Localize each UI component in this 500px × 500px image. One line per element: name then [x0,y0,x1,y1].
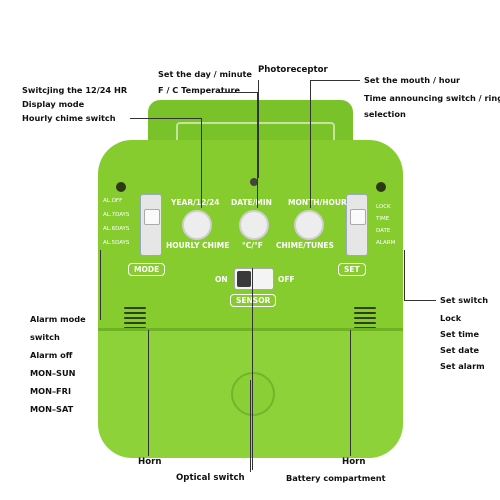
mode-badge: MODE [128,263,166,276]
leader-set-h [404,300,436,301]
label-photoreceptor: Photoreceptor [258,65,328,75]
right-slot-label-3: ALARM [376,240,396,246]
label-set-date: Set date [440,345,480,355]
set-badge: SET [338,263,366,276]
sensor-switch-knob[interactable] [237,271,251,287]
leader-photoreceptor [258,80,259,178]
label-hourly-chime-switch: Hourly chime switch [22,113,116,123]
label-display-mode: Display mode [22,99,85,109]
battery-compartment-latch[interactable] [231,372,275,416]
label-set-month-hour: Set the mouth / hour [364,75,461,85]
button-date-label: DATE/MIN [231,198,272,207]
left-slot-label-0: AL.OFF [103,198,123,204]
label-time-announcing: Time announcing switch / ringtone [364,93,500,103]
leader-month-h [310,80,360,81]
screw-hole-left [116,182,126,192]
left-slot-label-3: AL.5DAYS [103,240,130,246]
leader-day-min-h [218,92,258,93]
label-f-c-temperature: F / C Temperature [158,85,241,95]
label-mon-fri: MON–FRI [30,386,71,396]
label-switch: switch [30,332,60,342]
label-lock: Lock [440,313,462,323]
button-month-sub-label: CHIME/TUNES [276,241,334,250]
leader-horn-right [350,330,351,456]
button-year-sub-label: HOURLY CHIME [166,241,230,250]
sensor-badge: SENSOR [230,294,277,307]
mode-slider-knob[interactable] [144,209,160,225]
button-month-label: MONTH/HOUR [288,198,347,207]
button-year-label: YEAR/12/24 [171,198,220,207]
screw-hole-right [376,182,386,192]
leader-optical [252,268,253,470]
leader-alarm-mode-v [100,250,101,320]
year-12-24-button[interactable] [182,210,212,240]
label-set-day-minute: Set the day / minute [158,69,252,79]
label-alarm-off: Alarm off [30,350,73,360]
label-selection: selection [364,109,406,119]
label-mon-sat: MON–SAT [30,404,74,414]
right-slot-label-0: LOCK [376,204,391,210]
optical-sensor-switch[interactable] [234,268,274,290]
left-slot-label-2: AL.6DAYS [103,226,130,232]
leader-12-24-v [201,118,202,208]
set-slider[interactable] [346,194,368,256]
right-slot-label-1: TIME [376,216,390,222]
label-alarm-mode: Alarm mode [30,314,86,324]
sensor-off-label: OFF [278,275,295,284]
month-hour-button[interactable] [294,210,324,240]
label-set-alarm: Set alarm [440,361,485,371]
label-set-time: Set time [440,329,480,339]
button-date-sub-label: °C/°F [242,241,263,250]
label-battery-compartment: Battery compartment [286,473,386,483]
label-mon-sun: MON–SUN [30,368,76,378]
leader-12-24-h [130,118,202,119]
label-horn-right: Horn [342,457,366,467]
leader-set-v [404,250,405,300]
mode-slider[interactable] [140,194,162,256]
label-optical-switch: Optical switch [176,473,245,483]
date-min-button[interactable] [239,210,269,240]
leader-month-v [310,80,311,208]
label-horn-left: Horn [138,457,162,467]
leader-battery [250,380,251,472]
label-set-switch: Set switch [440,295,489,305]
photoreceptor-sensor [250,178,258,186]
left-slot-label-1: AL.7DAYS [103,212,130,218]
leader-horn-left [148,330,149,456]
sensor-on-label: ON [215,275,228,284]
set-slider-knob[interactable] [350,209,366,225]
leader-day-min-v [257,92,258,208]
right-slot-label-2: DATE [376,228,391,234]
label-switching-12-24: Switcjing the 12/24 HR [22,85,128,95]
